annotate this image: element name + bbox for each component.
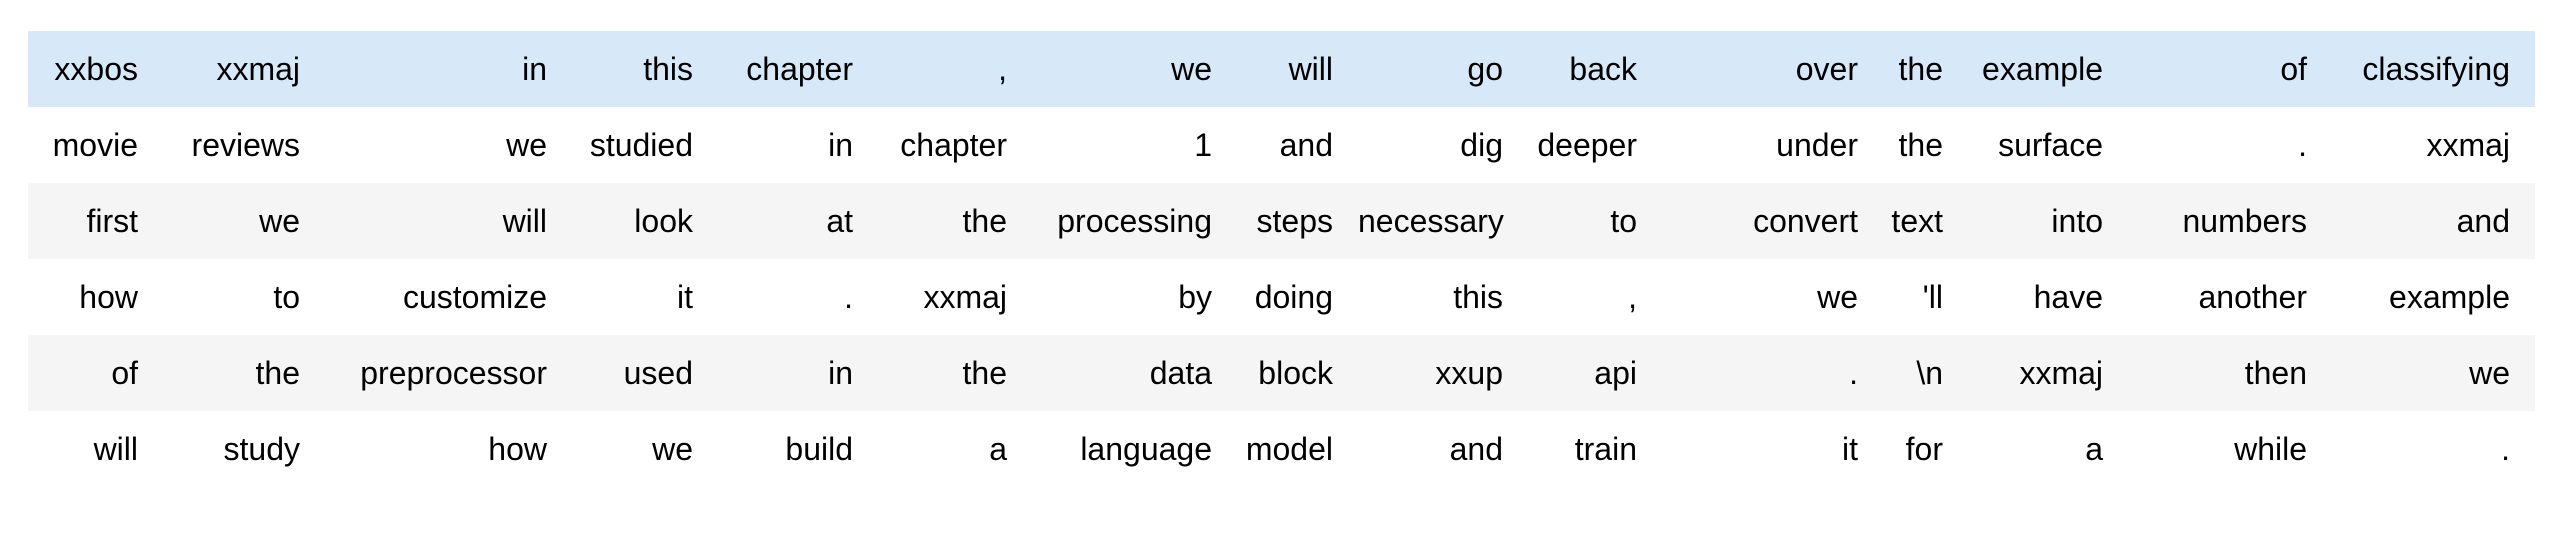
token-cell: text: [1883, 183, 1968, 259]
token-cell: studied: [572, 107, 718, 183]
token-cell: xxmaj: [163, 31, 325, 107]
token-cell: this: [572, 31, 718, 107]
token-cell: numbers: [2128, 183, 2332, 259]
token-cell: classifying: [2332, 31, 2535, 107]
token-cell: over: [1662, 31, 1883, 107]
token-cell: then: [2128, 335, 2332, 411]
token-cell: will: [1237, 31, 1358, 107]
token-cell: of: [2128, 31, 2332, 107]
token-cell: xxbos: [28, 31, 163, 107]
token-row: movie reviews we studied in chapter 1 an…: [28, 107, 2535, 183]
token-cell: xxmaj: [1968, 335, 2128, 411]
token-cell: ,: [878, 31, 1032, 107]
token-cell: 1: [1032, 107, 1237, 183]
token-cell: .: [1662, 335, 1883, 411]
token-cell: convert: [1662, 183, 1883, 259]
token-cell: to: [163, 259, 325, 335]
token-cell: chapter: [878, 107, 1032, 183]
token-cell: ,: [1528, 259, 1662, 335]
token-cell: we: [2332, 335, 2535, 411]
token-cell: xxup: [1358, 335, 1528, 411]
token-cell: will: [325, 183, 572, 259]
token-cell: .: [718, 259, 878, 335]
token-cell: we: [1662, 259, 1883, 335]
token-cell: we: [572, 411, 718, 487]
token-cell: processing: [1032, 183, 1237, 259]
token-cell: 'll: [1883, 259, 1968, 335]
token-cell: will: [28, 411, 163, 487]
token-cell: the: [878, 335, 1032, 411]
notebook-output-area: xxbos xxmaj in this chapter , we will go…: [28, 31, 2535, 487]
token-cell: chapter: [718, 31, 878, 107]
token-cell: look: [572, 183, 718, 259]
token-cell: by: [1032, 259, 1237, 335]
token-cell: the: [1883, 31, 1968, 107]
token-cell: the: [163, 335, 325, 411]
token-cell: api: [1528, 335, 1662, 411]
token-cell: a: [1968, 411, 2128, 487]
token-cell: to: [1528, 183, 1662, 259]
token-row: how to customize it . xxmaj by doing thi…: [28, 259, 2535, 335]
token-cell: .: [2332, 411, 2535, 487]
token-cell: and: [1237, 107, 1358, 183]
token-cell: and: [2332, 183, 2535, 259]
token-cell: customize: [325, 259, 572, 335]
token-cell: reviews: [163, 107, 325, 183]
token-cell: in: [325, 31, 572, 107]
token-cell: while: [2128, 411, 2332, 487]
token-cell: preprocessor: [325, 335, 572, 411]
token-cell: back: [1528, 31, 1662, 107]
token-row: first we will look at the processing ste…: [28, 183, 2535, 259]
token-cell: into: [1968, 183, 2128, 259]
token-cell: deeper: [1528, 107, 1662, 183]
token-row: of the preprocessor used in the data blo…: [28, 335, 2535, 411]
token-cell: model: [1237, 411, 1358, 487]
token-cell: this: [1358, 259, 1528, 335]
token-cell: first: [28, 183, 163, 259]
token-cell: study: [163, 411, 325, 487]
token-cell: movie: [28, 107, 163, 183]
token-cell: xxmaj: [878, 259, 1032, 335]
token-cell: build: [718, 411, 878, 487]
token-cell: doing: [1237, 259, 1358, 335]
token-cell: example: [2332, 259, 2535, 335]
token-cell: language: [1032, 411, 1237, 487]
token-cell: surface: [1968, 107, 2128, 183]
token-cell: data: [1032, 335, 1237, 411]
token-cell: steps: [1237, 183, 1358, 259]
token-cell: example: [1968, 31, 2128, 107]
token-cell: how: [325, 411, 572, 487]
tokenized-text-table: xxbos xxmaj in this chapter , we will go…: [28, 31, 2535, 487]
token-cell: block: [1237, 335, 1358, 411]
token-cell: in: [718, 335, 878, 411]
token-cell: for: [1883, 411, 1968, 487]
token-cell: the: [878, 183, 1032, 259]
token-cell: under: [1662, 107, 1883, 183]
token-cell: .: [2128, 107, 2332, 183]
token-cell: \n: [1883, 335, 1968, 411]
token-cell: used: [572, 335, 718, 411]
token-cell: and: [1358, 411, 1528, 487]
token-cell: we: [1032, 31, 1237, 107]
token-cell: how: [28, 259, 163, 335]
token-cell: necessary: [1358, 183, 1528, 259]
token-cell: go: [1358, 31, 1528, 107]
token-cell: another: [2128, 259, 2332, 335]
token-row: will study how we build a language model…: [28, 411, 2535, 487]
token-cell: of: [28, 335, 163, 411]
token-cell: xxmaj: [2332, 107, 2535, 183]
token-cell: at: [718, 183, 878, 259]
token-cell: it: [572, 259, 718, 335]
token-row: xxbos xxmaj in this chapter , we will go…: [28, 31, 2535, 107]
token-cell: in: [718, 107, 878, 183]
token-cell: we: [325, 107, 572, 183]
token-cell: have: [1968, 259, 2128, 335]
token-cell: it: [1662, 411, 1883, 487]
token-cell: the: [1883, 107, 1968, 183]
token-cell: train: [1528, 411, 1662, 487]
token-cell: dig: [1358, 107, 1528, 183]
token-cell: we: [163, 183, 325, 259]
token-cell: a: [878, 411, 1032, 487]
